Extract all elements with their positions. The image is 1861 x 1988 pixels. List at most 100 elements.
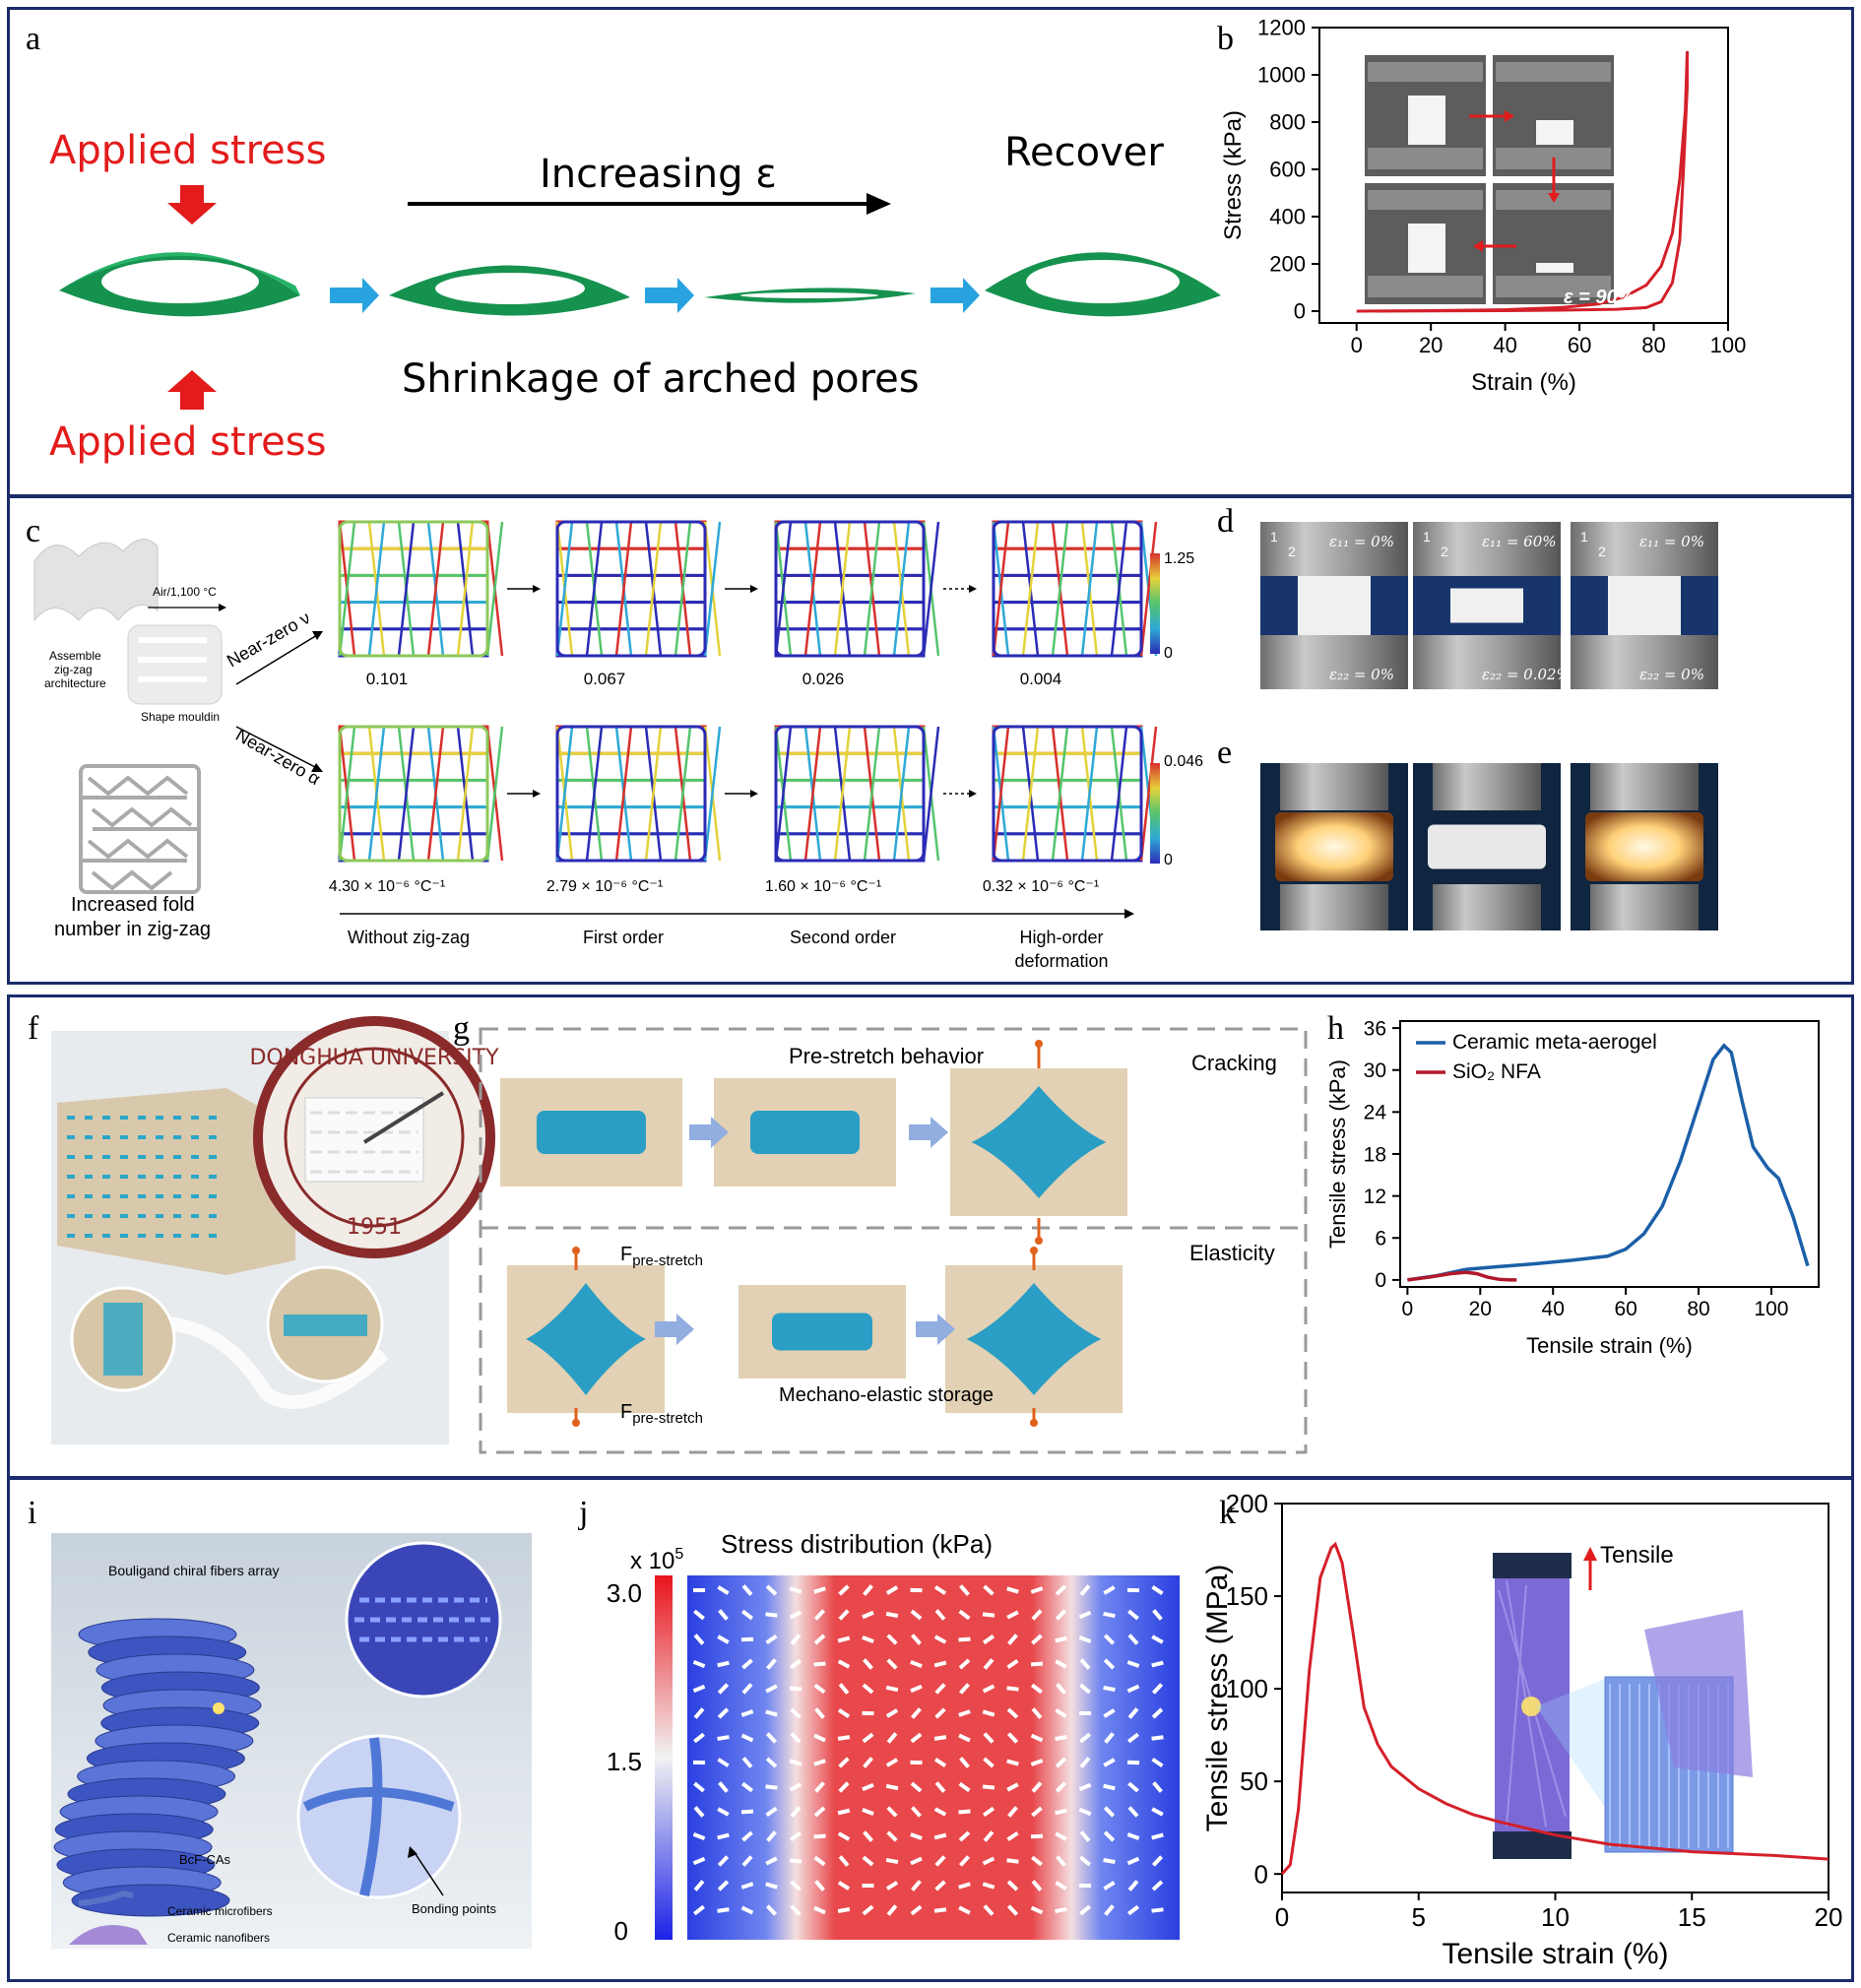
stress-arrow (789, 1658, 802, 1670)
lattice-band (774, 546, 926, 577)
stress-arrow (693, 1904, 705, 1916)
lattice-strut (863, 521, 881, 657)
stress-arrow (789, 1782, 802, 1792)
x-tick-label-5: 100 (1710, 333, 1747, 357)
lattice-frame-1-0 (338, 725, 489, 863)
stress-arrow (790, 1904, 802, 1916)
panel-c: c Air/1,100 °C Assemble zig-zag architec… (26, 513, 1203, 971)
stress-arrow (740, 1882, 754, 1890)
stress-strain-line (1356, 50, 1689, 313)
stress-arrow (1055, 1584, 1067, 1596)
step-arrow-icon-3 (930, 278, 980, 313)
e-platen-bottom-2 (1590, 884, 1699, 930)
stress-arrow (693, 1880, 705, 1892)
stress-arrow (790, 1707, 802, 1719)
near-alpha-arrow-head-icon (311, 763, 323, 772)
stress-arrow (1007, 1806, 1018, 1818)
stress-arrow (862, 1610, 874, 1620)
lattice-strut (1021, 521, 1040, 657)
bcf-label: BcF-CAs (179, 1852, 231, 1867)
stress-arrow (885, 1585, 899, 1595)
panel-label-i: i (28, 1495, 36, 1531)
d-e22-label-1: ε₂₂ = 0.02% (1482, 666, 1571, 683)
stress-arrow (1030, 1586, 1044, 1594)
stress-arrow (789, 1686, 802, 1692)
stress-arrow (934, 1609, 946, 1621)
stress-arrow (1103, 1611, 1116, 1619)
stress-arrow (862, 1710, 874, 1716)
x-axis-label: Tensile strain (%) (1526, 1333, 1693, 1358)
stress-arrow (837, 1735, 851, 1741)
stress-arrow (813, 1905, 826, 1915)
stress-arrow (1151, 1880, 1164, 1892)
stress-arrow (740, 1733, 754, 1743)
stress-arrow (765, 1757, 778, 1768)
lattice-band (555, 751, 707, 782)
stress-arrow (717, 1832, 730, 1840)
fiber-core (772, 1313, 872, 1351)
order-axis-head-icon (1124, 909, 1134, 919)
lattice-band (992, 751, 1143, 782)
micro-label: Ceramic microfibers (167, 1904, 273, 1918)
stress-arrow (910, 1660, 923, 1668)
lattice-frame-0-1 (555, 520, 707, 658)
lattice-strut (555, 726, 574, 862)
stress-arrow (692, 1684, 706, 1694)
x-tick-label-3: 60 (1614, 1298, 1636, 1320)
stress-arrow (862, 1855, 874, 1867)
stress-arrow (886, 1658, 898, 1670)
x-tick-label-1: 20 (1419, 333, 1443, 357)
stress-arrow (1031, 1880, 1043, 1892)
stress-arrow (765, 1784, 778, 1790)
stress-arrow (789, 1759, 802, 1766)
stress-arrow (934, 1855, 946, 1867)
x-tick-label-1: 5 (1412, 1902, 1426, 1932)
lattice-strut (555, 521, 574, 657)
lattice-strut (338, 521, 356, 657)
y-tick-label-5: 1000 (1257, 63, 1306, 88)
nu-value-2: 0.067 (584, 670, 626, 688)
stress-arrow (1078, 1710, 1092, 1716)
lattice-strut (703, 726, 722, 862)
y-tick-label-1: 200 (1269, 252, 1306, 277)
panel-label-c: c (26, 513, 40, 549)
b-sample-2 (1408, 224, 1445, 273)
x-tick-label-3: 15 (1678, 1902, 1706, 1932)
stress-arrow (838, 1855, 850, 1867)
zoom-circle-1-fibers (103, 1303, 143, 1376)
stress-arrow (1103, 1634, 1116, 1645)
fem-lattices (338, 520, 1158, 863)
b-platen-top (1368, 62, 1483, 82)
stress-arrow (982, 1634, 995, 1645)
stress-arrow (911, 1806, 922, 1818)
stress-arrow (718, 1609, 729, 1621)
k-inset: Tensile (1493, 1542, 1753, 1859)
x-tick-label-5: 100 (1754, 1298, 1788, 1320)
stress-arrow (958, 1781, 971, 1793)
lattice-frame-0-3 (992, 520, 1143, 658)
near-nu-arrow-head-icon (312, 631, 323, 640)
d-sample-0 (1298, 576, 1371, 635)
j-scale-mult: x 105 (630, 1546, 683, 1574)
lattice-strut (426, 726, 445, 862)
stress-arrow (910, 1732, 923, 1744)
stress-arrow (838, 1757, 850, 1768)
stress-arrow (837, 1808, 851, 1816)
x-axis-label: Tensile strain (%) (1442, 1938, 1668, 1970)
stress-arrow (886, 1732, 898, 1744)
x-tick-label-0: 0 (1275, 1902, 1289, 1932)
series-line-1 (1407, 1270, 1517, 1282)
recover-label: Recover (1004, 130, 1164, 175)
d-e22-label-2: ε₂₂ = 0% (1639, 666, 1704, 683)
stress-arrow (1078, 1807, 1092, 1817)
lattice-strut (485, 726, 504, 862)
d-axis-1-label-2: 1 (1580, 529, 1588, 545)
stress-arrow (789, 1586, 802, 1594)
prestretch-title: Pre-stretch behavior (789, 1044, 984, 1068)
stress-arrow (1079, 1584, 1091, 1596)
force-arrow-head-icon-5 (1030, 1419, 1038, 1427)
university-seal-icon: DONGHUA UNIVERSITY 1951 (249, 1016, 499, 1258)
stress-arrow (790, 1634, 802, 1645)
